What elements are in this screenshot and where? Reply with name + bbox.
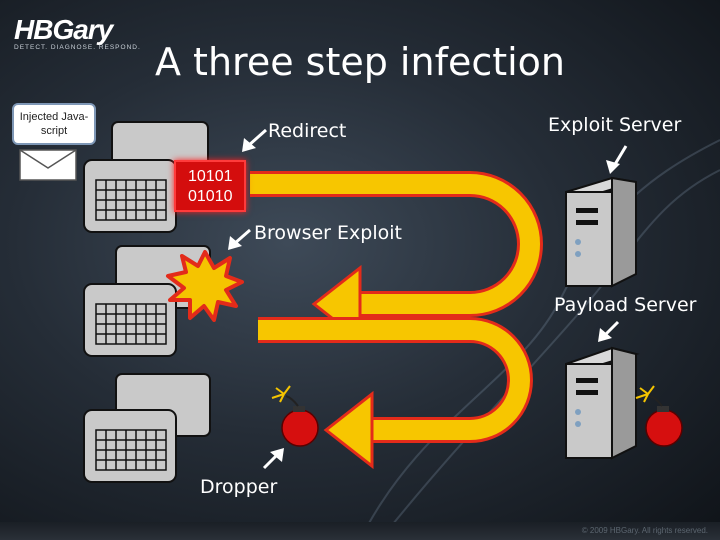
exploit-server-tower xyxy=(565,176,637,288)
page-title: A three step infection xyxy=(154,40,566,84)
upper-u-arrow-fill xyxy=(250,174,540,314)
arrow-browser-exploit xyxy=(228,228,251,250)
envelope-icon xyxy=(19,149,77,181)
binary-line-2: 01010 xyxy=(188,188,233,205)
upper-u-arrow xyxy=(250,171,543,317)
lower-arrowhead xyxy=(323,390,374,470)
copyright-text: © 2009 HBGary. All rights reserved. xyxy=(581,526,708,535)
binary-payload-box: 10101 01010 xyxy=(174,160,246,212)
pointer-arrows xyxy=(228,128,628,470)
lower-u-arrow-fill xyxy=(258,320,530,440)
label-browser-exploit: Browser Exploit xyxy=(254,222,402,244)
binary-line-1: 10101 xyxy=(188,168,233,185)
injected-javascript-callout: Injected Java-script xyxy=(12,103,96,145)
arrow-redirect xyxy=(242,128,267,152)
arrow-exploit-server xyxy=(606,145,628,174)
bomb-icon-dropper xyxy=(271,385,319,447)
label-redirect: Redirect xyxy=(268,120,347,142)
label-payload-server: Payload Server xyxy=(554,294,697,316)
bomb-icon-payload xyxy=(635,385,683,447)
logo-name: HBGary xyxy=(14,14,113,45)
computer-3 xyxy=(83,373,211,483)
payload-server-tower xyxy=(565,346,640,460)
arrow-payload-server xyxy=(598,320,620,342)
arrow-dropper xyxy=(262,448,284,470)
footer-band xyxy=(0,522,720,540)
logo-tagline: DETECT. DIAGNOSE. RESPOND. xyxy=(14,44,141,51)
explosion-icon xyxy=(166,250,244,322)
hbgary-logo: HBGary DETECT. DIAGNOSE. RESPOND. xyxy=(14,14,141,51)
label-exploit-server: Exploit Server xyxy=(548,114,682,136)
label-dropper: Dropper xyxy=(200,476,278,498)
